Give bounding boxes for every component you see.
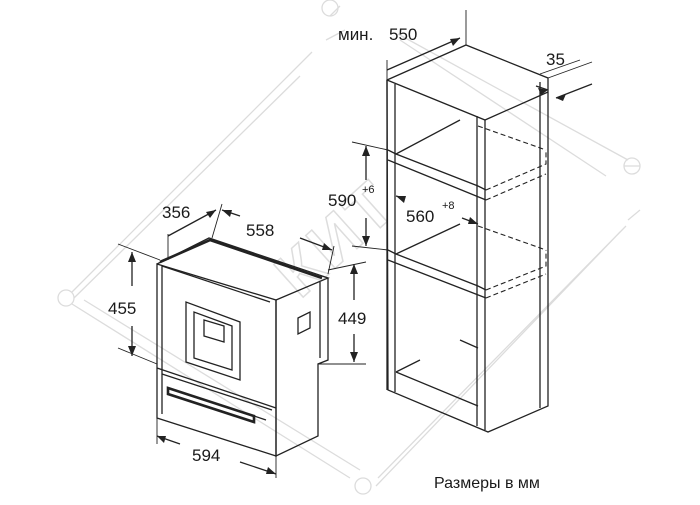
dim-min-depth-prefix: мин.: [338, 25, 373, 44]
appliance-drawer-top: [156, 367, 277, 409]
appliance-drawer-top-inner: [161, 373, 273, 411]
dim-niche-height: 590 +6: [328, 141, 389, 251]
dim-449-value: 449: [338, 309, 366, 328]
dim-356-value: 356: [162, 203, 190, 222]
watermark-circle-bottom: [354, 477, 372, 495]
dim-min-depth-line: [386, 37, 461, 71]
dim-appliance-body-height: 449: [318, 261, 367, 365]
dim-449-ext: [318, 261, 367, 365]
dim-thickness-value: 35: [546, 50, 565, 69]
dim-niche-height-value: 590: [328, 191, 356, 210]
dim-thickness-arrows: [538, 88, 566, 101]
appliance-top-rim: [159, 238, 323, 280]
appliance-dispenser-outer: [185, 301, 241, 381]
cabinet: [386, 44, 549, 433]
cabinet-shelf-2-underside: [387, 259, 487, 299]
cabinet-shelf-2-back: [395, 223, 461, 255]
dim-niche-height-ext: [351, 141, 389, 251]
appliance-front: [156, 263, 277, 457]
appliance-side: [275, 278, 329, 458]
cabinet-top-front-edge: [386, 79, 549, 121]
watermark-circle-top: [321, 0, 339, 17]
appliance-drawer-handle-end: [253, 415, 267, 421]
dim-niche-width: 560 +8: [395, 195, 479, 226]
appliance: [156, 237, 330, 458]
cabinet-shelf-1-back: [395, 119, 461, 155]
niche-dash-bottom: [485, 250, 547, 299]
cabinet-shelf-2: [387, 249, 487, 291]
dim-min-depth-value: 550: [389, 25, 417, 44]
cabinet-bottom-back: [395, 359, 421, 373]
dim-appliance-depth: 558: [221, 209, 335, 275]
appliance-side-vent: [297, 310, 311, 336]
cabinet-shelf-1: [387, 149, 487, 191]
appliance-front-top-inner: [161, 265, 271, 303]
caption-units: Размеры в мм: [434, 475, 540, 492]
dim-356-ext: [167, 203, 223, 260]
niche-dash-top: [485, 150, 547, 201]
cabinet-back-notch: [459, 339, 479, 349]
niche-dash-depth: [477, 125, 547, 251]
dim-cabinet-thickness: 35: [535, 50, 593, 101]
dim-594-ext: [156, 418, 277, 478]
dim-niche-width-arrows: [396, 196, 478, 224]
watermark-circle-left: [57, 289, 75, 307]
watermark: КИТ: [57, 0, 641, 495]
dim-594-value: 594: [192, 446, 220, 465]
dim-455-ext: [117, 243, 161, 365]
appliance-dispenser-inner: [193, 311, 233, 371]
dim-appliance-height: 455: [108, 243, 161, 365]
dim-niche-height-arrows: [362, 146, 370, 246]
dim-558-value: 558: [246, 221, 274, 240]
watermark-frame: [71, 5, 641, 487]
dim-min-depth-ext: [386, 10, 467, 80]
dim-455-value: 455: [108, 299, 136, 318]
dim-min-depth: мин. 550: [338, 10, 467, 80]
dim-niche-width-tolerance: +8: [442, 200, 455, 212]
appliance-spout: [203, 319, 225, 343]
dim-appliance-side-depth: 356: [162, 203, 223, 260]
dim-appliance-width: 594: [156, 418, 277, 478]
cabinet-bottom-edge: [395, 371, 479, 407]
dim-niche-height-tolerance: +6: [362, 184, 375, 196]
dim-niche-width-value: 560: [406, 207, 434, 226]
cabinet-shelf-1-underside: [387, 159, 487, 201]
dim-thickness-ext: [539, 59, 593, 79]
dim-min-depth-arrow: [450, 38, 460, 46]
dim-449-arrows: [350, 264, 358, 362]
appliance-drawer-handle: [166, 386, 256, 424]
dim-356-arrow: [206, 210, 216, 218]
